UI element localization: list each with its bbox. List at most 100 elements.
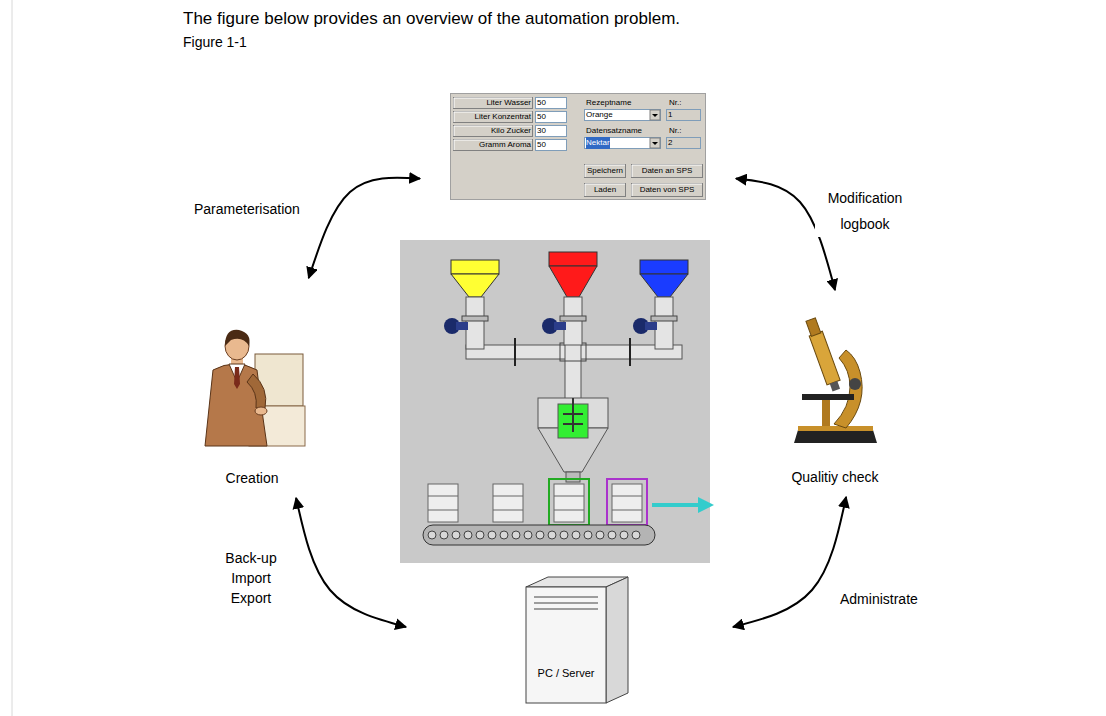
panel-widgets-part xyxy=(667,110,701,121)
red-hopper-part xyxy=(560,316,586,321)
panel-widgets-part xyxy=(650,110,660,120)
microscope-icon-part-part xyxy=(809,331,840,385)
conveyor-belt-part xyxy=(572,531,580,539)
mixer-vessel-part xyxy=(563,423,583,425)
edge-label-wrap: Modification logbook xyxy=(815,185,915,237)
field-value: 30 xyxy=(537,125,565,137)
double-arrow xyxy=(296,498,406,627)
server-icon-part xyxy=(606,577,628,703)
barrel-part xyxy=(428,484,458,522)
conveyor-belt-part xyxy=(440,531,448,539)
conveyor-belt-part xyxy=(488,531,496,539)
yellow-hopper xyxy=(444,260,499,349)
yellow-hopper-part xyxy=(456,322,468,330)
microscope-icon-part-part xyxy=(829,381,839,391)
field-label: Nr.: xyxy=(669,97,695,108)
conveyor-belt-part xyxy=(512,531,520,539)
conveyor-belt-part xyxy=(500,531,508,539)
edge-label-wrap: Parameterisation xyxy=(192,200,302,218)
conveyor-belt-part xyxy=(620,531,628,539)
server-icon-part xyxy=(534,597,598,598)
mixer-vessel-part xyxy=(566,472,580,482)
microscope-icon-part xyxy=(849,378,861,390)
field-label: Datensatzname xyxy=(586,125,652,136)
blue-hopper-part xyxy=(645,322,657,330)
node-label: Qualitiy check xyxy=(784,469,887,485)
microscope-icon-part xyxy=(798,426,873,431)
node-label: PC / Server xyxy=(526,667,606,679)
conveyor-belt-part xyxy=(632,531,640,539)
yellow-hopper-part xyxy=(451,260,499,274)
conveyor-belt-part xyxy=(464,531,472,539)
microscope-icon-part xyxy=(804,317,843,392)
illustration-ground xyxy=(400,240,710,563)
field-label: Liter Wasser xyxy=(455,97,531,109)
manifold-pipe-part xyxy=(565,340,581,400)
panel-widgets-part xyxy=(585,165,625,177)
person-icon-part xyxy=(234,367,240,389)
icon-node: Creation xyxy=(189,318,315,486)
conveyor-belt-part xyxy=(452,531,460,539)
panel-widgets-part xyxy=(536,140,567,151)
field-value: 50 xyxy=(537,111,565,123)
person-icon-part xyxy=(225,330,250,346)
red-hopper-part xyxy=(549,266,597,297)
edge-label: Back-up Import Export xyxy=(218,548,284,608)
microscope-icon-part xyxy=(794,430,877,443)
panel-widgets-part xyxy=(585,184,626,197)
panel-widgets-part xyxy=(652,142,658,145)
conveyor-belt-part xyxy=(596,531,604,539)
blue-hopper-part xyxy=(651,316,677,321)
barrel-part xyxy=(493,496,523,497)
panel-widgets-part xyxy=(454,98,533,109)
barrel xyxy=(428,479,647,525)
field-label: Liter Konzentrat xyxy=(455,111,531,123)
panel-widgets-part xyxy=(585,184,625,196)
barrel-part xyxy=(607,479,647,525)
field-label: Kilo Zucker xyxy=(455,125,531,137)
button-label: Daten an SPS xyxy=(633,164,701,178)
barrel-part xyxy=(554,496,584,497)
yellow-hopper-part xyxy=(466,297,484,349)
double-arrow xyxy=(733,497,846,627)
person-icon-part xyxy=(205,364,267,446)
person-icon-part xyxy=(255,407,267,415)
panel-widgets-part xyxy=(632,184,702,196)
manifold-pipe-part xyxy=(514,338,516,366)
panel-widgets-part xyxy=(667,138,701,149)
blue-hopper-part xyxy=(640,274,688,297)
field-label: Gramm Aroma xyxy=(455,139,531,151)
server-icon xyxy=(524,575,630,705)
button-label: Speichern xyxy=(586,164,624,178)
button-label: Laden xyxy=(586,183,624,197)
conveyor-belt-part xyxy=(428,531,436,539)
edge-label: Administrate xyxy=(838,590,920,608)
panel-widgets-part xyxy=(454,112,533,123)
barrel-part xyxy=(428,510,458,511)
edge-label: Modification logbook xyxy=(815,185,915,237)
field-value: 1 xyxy=(668,109,699,121)
panel-widgets-part xyxy=(536,126,567,137)
panel-widgets-part xyxy=(454,140,533,151)
barrel-part xyxy=(612,510,642,511)
barrel-part xyxy=(549,479,589,525)
red-hopper xyxy=(542,252,597,345)
panel-widgets-part xyxy=(454,140,532,150)
panel-widgets-part xyxy=(454,98,532,108)
field-value: 2 xyxy=(668,137,699,149)
microscope-icon-part-part xyxy=(805,318,820,336)
microscope-icon xyxy=(788,312,883,447)
panel-widgets-part xyxy=(585,165,626,178)
double-arrow xyxy=(309,178,420,278)
blue-hopper xyxy=(633,260,688,349)
panel-widgets-part xyxy=(454,126,533,137)
button-label: Daten von SPS xyxy=(633,183,701,197)
conveyor-belt-part xyxy=(560,531,568,539)
icon-node: Qualitiy check xyxy=(780,312,891,485)
conveyor-belt-part xyxy=(524,531,532,539)
server-box: PC / Server xyxy=(524,575,630,705)
barrel-part xyxy=(493,510,523,511)
conveyor-belt-part xyxy=(584,531,592,539)
server-icon-part xyxy=(534,603,598,604)
field-label: Rezeptname xyxy=(586,97,652,108)
